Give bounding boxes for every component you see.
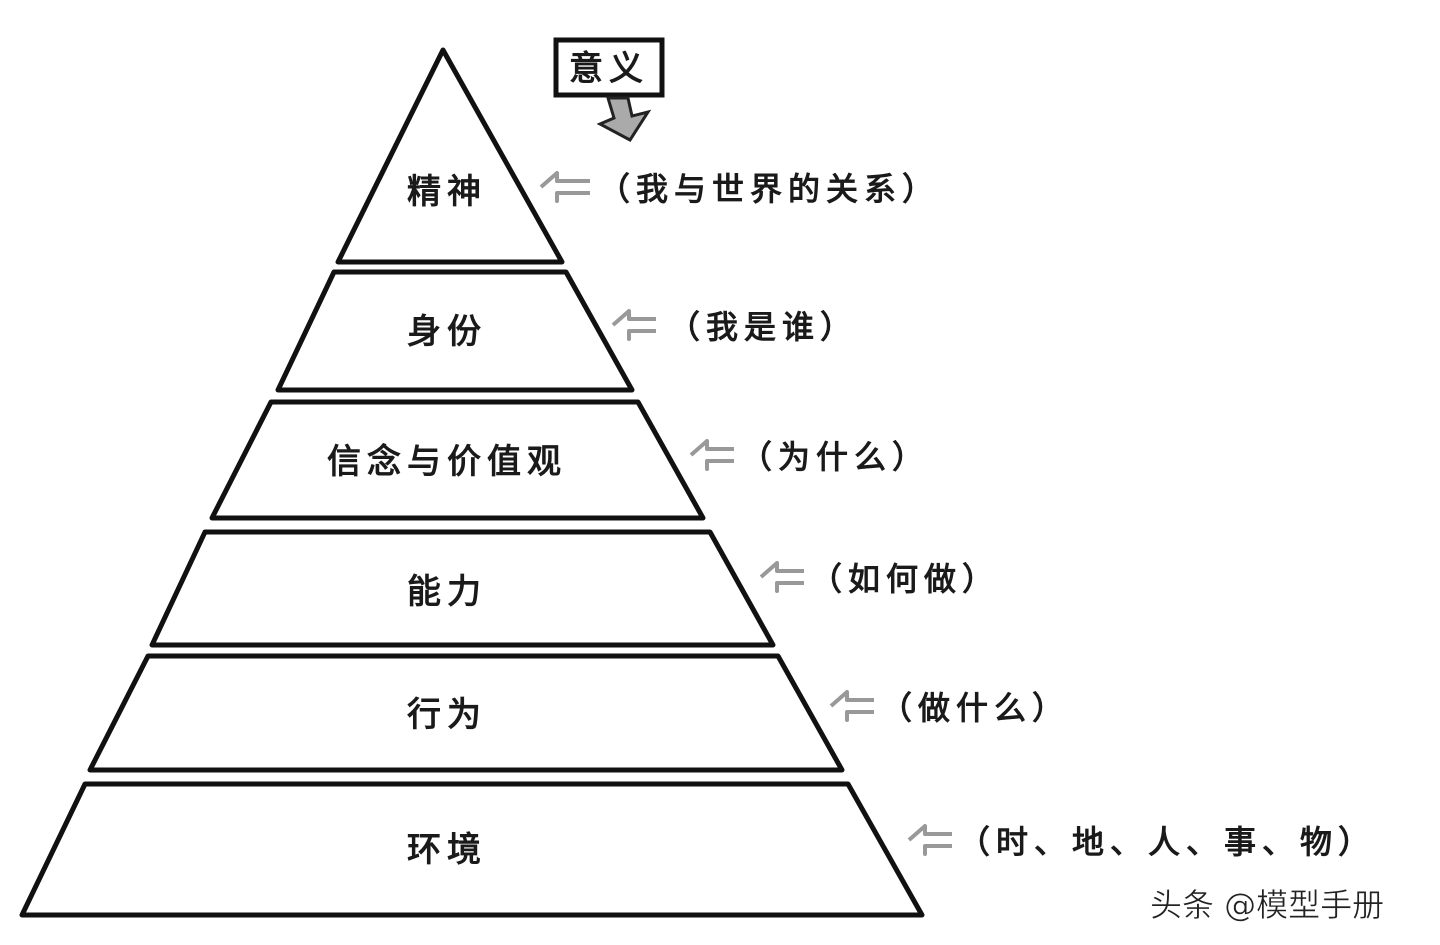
watermark: 头条 @模型手册 [1150, 886, 1385, 925]
sign-box [553, 37, 665, 98]
pyramid-layer-identity [275, 269, 635, 393]
layer-note: （做什么） [880, 689, 1070, 727]
layer-label: 环境 [407, 830, 487, 870]
left-arrow-icon [829, 690, 874, 722]
left-arrow-icon [759, 561, 804, 593]
down-arrow-icon [596, 96, 652, 142]
layer-label: 行为 [407, 695, 487, 735]
layer-label: 身份 [407, 312, 487, 352]
layer-note: （我是谁） [668, 308, 858, 346]
pyramid-layer-environment [19, 781, 925, 918]
layer-label: 能力 [407, 572, 487, 612]
left-arrow-icon [689, 439, 734, 471]
left-arrow-icon [611, 309, 656, 341]
layer-label: 精神 [407, 172, 487, 212]
layer-note: （我与世界的关系） [598, 170, 940, 208]
layer-note: （如何做） [810, 560, 1000, 598]
pyramid-layer-beliefs [209, 399, 706, 521]
layer-label: 信念与价值观 [327, 442, 567, 482]
sign-label: 意义 [569, 49, 649, 89]
pyramid-layer-spirit [335, 47, 565, 265]
left-arrow-icon [907, 824, 952, 856]
left-arrow-icon [539, 171, 590, 203]
meaning-sign: 意义 [553, 37, 665, 142]
pyramid-layer-capability [149, 529, 776, 648]
layer-note: （为什么） [740, 438, 930, 476]
layer-note: （时、地、人、事、物） [958, 823, 1376, 861]
pyramid-layer-behavior [87, 653, 845, 773]
